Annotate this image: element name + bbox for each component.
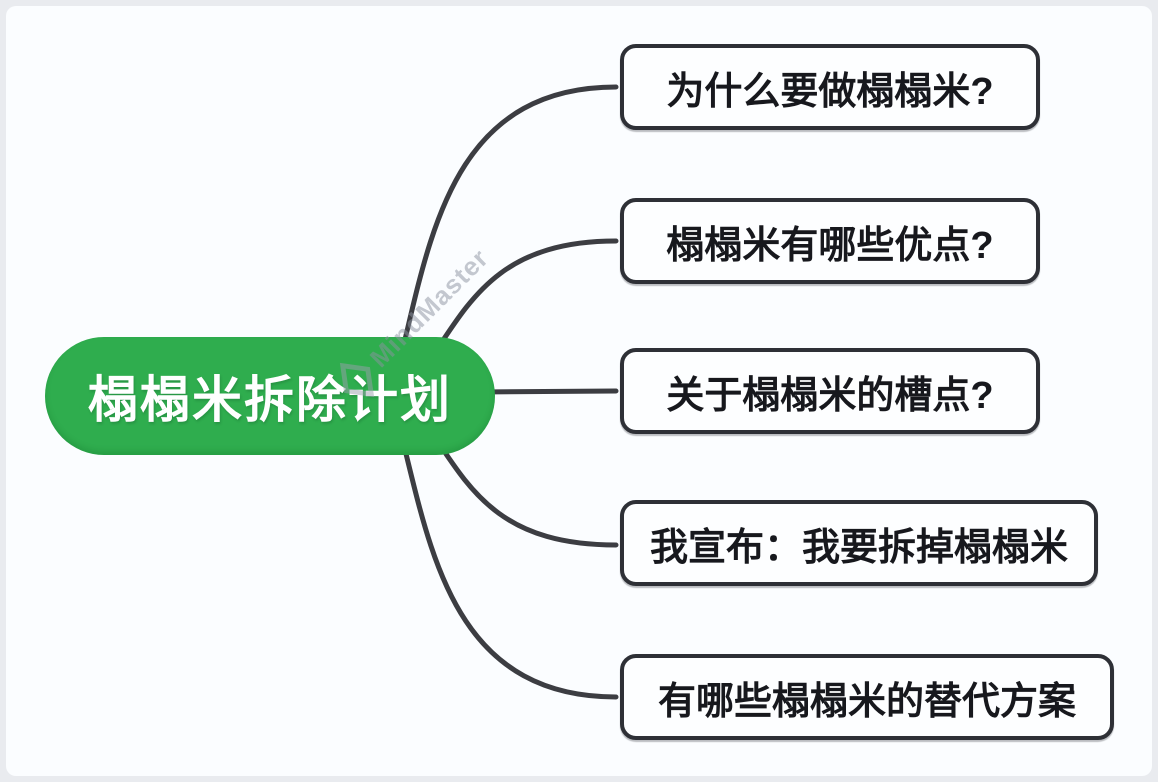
connector-branch-3 <box>477 388 619 395</box>
branch-node-3[interactable]: 关于榻榻米的槽点? <box>620 348 1040 434</box>
branch-label-2: 榻榻米有哪些优点? <box>666 224 994 267</box>
branch-label-4: 我宣布：我要拆掉榻榻米 <box>649 526 1068 569</box>
branch-node-4[interactable]: 我宣布：我要拆掉榻榻米 <box>620 500 1098 586</box>
connector-branch-1 <box>397 84 619 363</box>
branch-node-1[interactable]: 为什么要做榻榻米? <box>620 44 1040 130</box>
central-topic-node[interactable]: 榻榻米拆除计划 <box>45 337 495 455</box>
branch-node-2[interactable]: 榻榻米有哪些优点? <box>620 198 1040 284</box>
branch-label-1: 为什么要做榻榻米? <box>666 70 994 113</box>
branch-label-3: 关于榻榻米的槽点? <box>666 374 994 417</box>
mindmap-canvas: 榻榻米拆除计划 为什么要做榻榻米? 榻榻米有哪些优点? 关于榻榻米的槽点? 我宣… <box>6 6 1152 776</box>
central-topic-label: 榻榻米拆除计划 <box>88 372 452 428</box>
branch-label-5: 有哪些榻榻米的替代方案 <box>657 680 1076 723</box>
branch-node-5[interactable]: 有哪些榻榻米的替代方案 <box>620 654 1114 740</box>
connector-branch-5 <box>397 427 619 700</box>
